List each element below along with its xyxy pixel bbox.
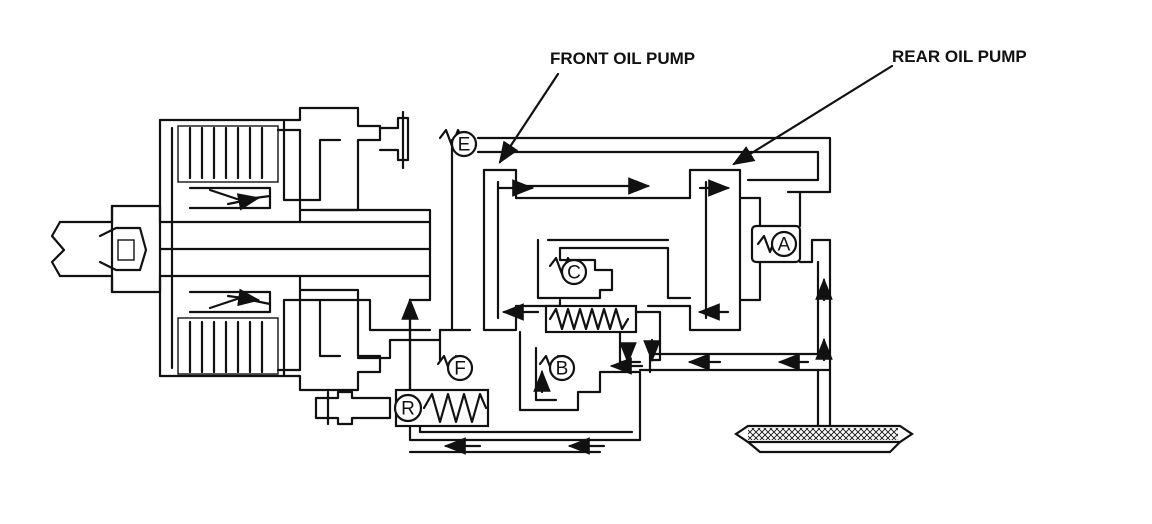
valve-c-label: C [567,263,581,284]
front-oil-pump-callout: FRONT OIL PUMP [498,49,695,164]
valve-a-label: A [778,235,791,256]
front-oil-pump [482,168,692,332]
top-return-line [476,136,832,194]
shaft-clutch-assembly [50,106,432,392]
valve-b-circuit [518,330,642,412]
bottom-return-lines [408,370,642,455]
rear-oil-pump-callout: REAR OIL PUMP [732,47,1027,166]
center-passages [318,138,472,422]
regulator-spring [544,304,662,365]
rear-oil-pump [646,168,762,332]
right-supply-line [609,190,833,428]
valve-c: C [548,256,588,286]
valve-e: E [438,128,478,158]
rear-oil-pump-label: REAR OIL PUMP [892,47,1027,66]
valve-r: R [393,393,423,423]
front-oil-pump-label: FRONT OIL PUMP [550,49,695,68]
valve-e-label: E [458,135,471,156]
valve-r-label: R [401,399,415,420]
oil-strainer [734,424,914,454]
clutch-plates-bottom [177,290,279,375]
valve-f: F [436,354,474,382]
valve-a: A [750,224,802,264]
valve-c-circuit [536,238,692,300]
valve-f-label: F [454,359,466,380]
clutch-plates-top [177,125,279,210]
valve-b-label: B [556,359,569,380]
valve-b: B [538,354,576,382]
